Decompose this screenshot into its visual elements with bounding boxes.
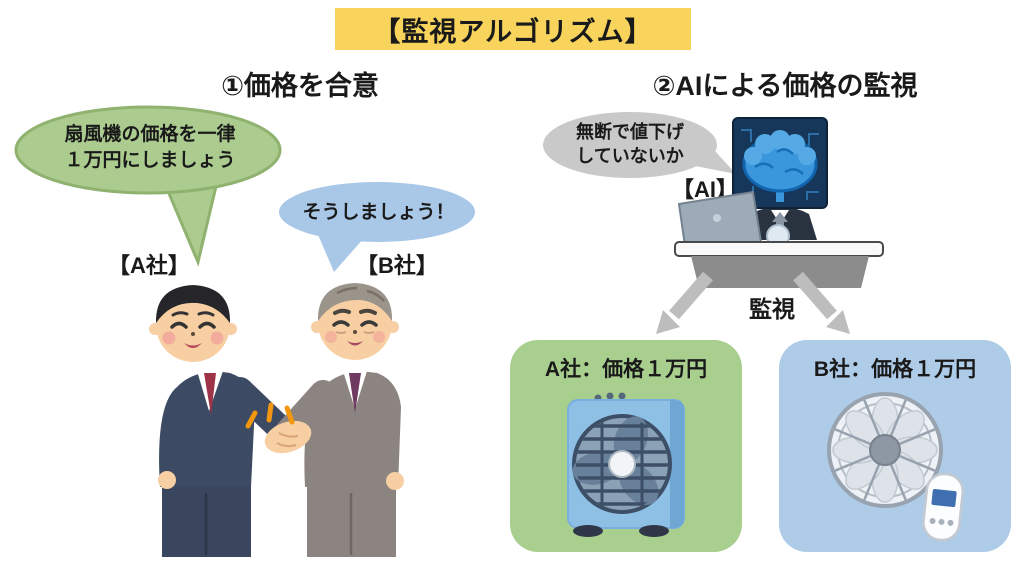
bubble-a-line2: １万円にしましょう	[64, 150, 236, 171]
bubble-ai-line2: していないか	[576, 146, 684, 166]
bubble-b-text: そうしましょう！	[302, 202, 455, 223]
label-company-b: 【B社】	[356, 253, 438, 278]
label-company-a: 【A社】	[108, 253, 190, 278]
emphasis-marks	[245, 402, 295, 429]
businessman-a-figure	[149, 285, 298, 557]
ai-brain-head-icon	[732, 117, 828, 209]
price-box-a-label: A社：価格１万円	[544, 358, 708, 381]
arrow-down-right-icon	[793, 272, 850, 334]
wall-fan-icon	[827, 392, 965, 542]
bubble-ai-line1: 無断で値下げ	[576, 122, 684, 142]
speech-bubble-green-shape	[14, 105, 282, 267]
handshake-hands	[264, 420, 312, 454]
section-heading-ai-monitoring: ②AIによる価格の監視	[652, 71, 918, 101]
price-box-company-a: A社：価格１万円	[510, 340, 742, 552]
speech-bubble-company-a: 扇風機の価格を一律 １万円にしましょう	[10, 104, 290, 269]
price-box-company-b: B社：価格１万円	[779, 340, 1011, 552]
speech-bubble-ai: 無断で値下げ していないか	[540, 110, 740, 190]
fan-controller	[922, 472, 965, 542]
speech-bubble-gray-shape	[543, 112, 736, 178]
speech-bubble-company-b: そうしましょう！	[276, 180, 481, 275]
bubble-a-line1: 扇風機の価格を一律	[64, 124, 236, 145]
monitoring-arrows	[656, 272, 850, 334]
box-fan-icon	[567, 392, 685, 537]
businessman-b-figure	[274, 283, 404, 557]
page-title-text: 【監視アルゴリズム】	[373, 16, 653, 47]
speech-bubble-blue-shape	[279, 182, 475, 272]
handshake-illustration	[149, 283, 404, 557]
section-heading-price-agreement: ①価格を合意	[221, 71, 379, 101]
price-box-b-label: B社：価格１万円	[813, 358, 977, 381]
monitor-label: 監視	[749, 296, 795, 322]
page-title: 【監視アルゴリズム】	[335, 8, 691, 50]
desk	[674, 241, 884, 288]
arrow-down-left-icon	[656, 272, 713, 334]
ai-figure-illustration	[674, 117, 884, 288]
